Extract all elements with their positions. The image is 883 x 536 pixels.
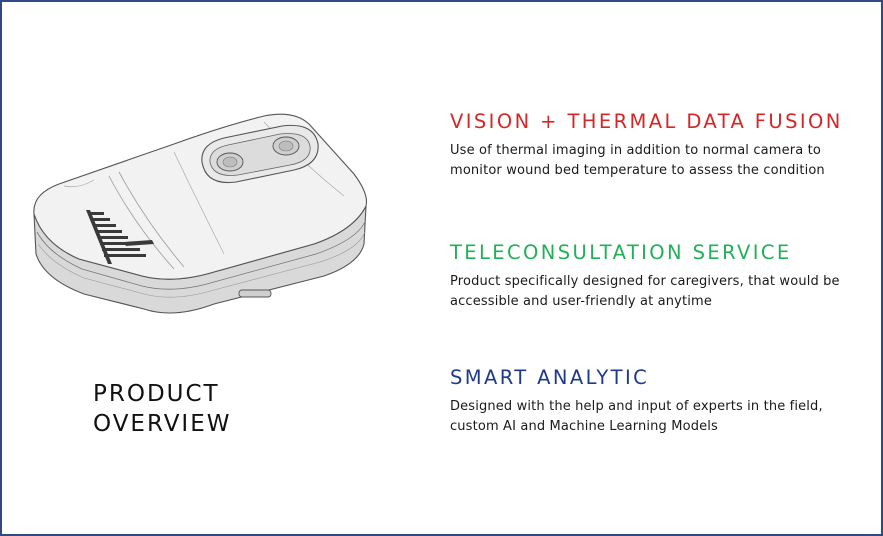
feature-description: Product specifically designed for caregi… [450, 274, 840, 309]
overview-line-2: OVERVIEW [93, 411, 232, 437]
feature-vision-thermal: VISION + THERMAL DATA FUSION Use of ther… [450, 109, 875, 180]
feature-title: VISION + THERMAL DATA FUSION [450, 110, 843, 133]
product-overview-heading: PRODUCT OVERVIEW [93, 379, 231, 439]
feature-smart-analytic: SMART ANALYTIC Designed with the help an… [450, 365, 875, 436]
device-logo-icon [86, 210, 154, 264]
feature-teleconsultation: TELECONSULTATION SERVICE Product specifi… [450, 240, 875, 311]
camera-module [201, 124, 319, 184]
feature-title: SMART ANALYTIC [450, 366, 650, 389]
feature-title: TELECONSULTATION SERVICE [450, 241, 792, 264]
overview-line-1: PRODUCT [93, 381, 220, 407]
feature-description: Use of thermal imaging in addition to no… [450, 143, 825, 178]
device-illustration [33, 113, 368, 314]
usb-port [238, 289, 272, 298]
feature-description: Designed with the help and input of expe… [450, 399, 823, 434]
